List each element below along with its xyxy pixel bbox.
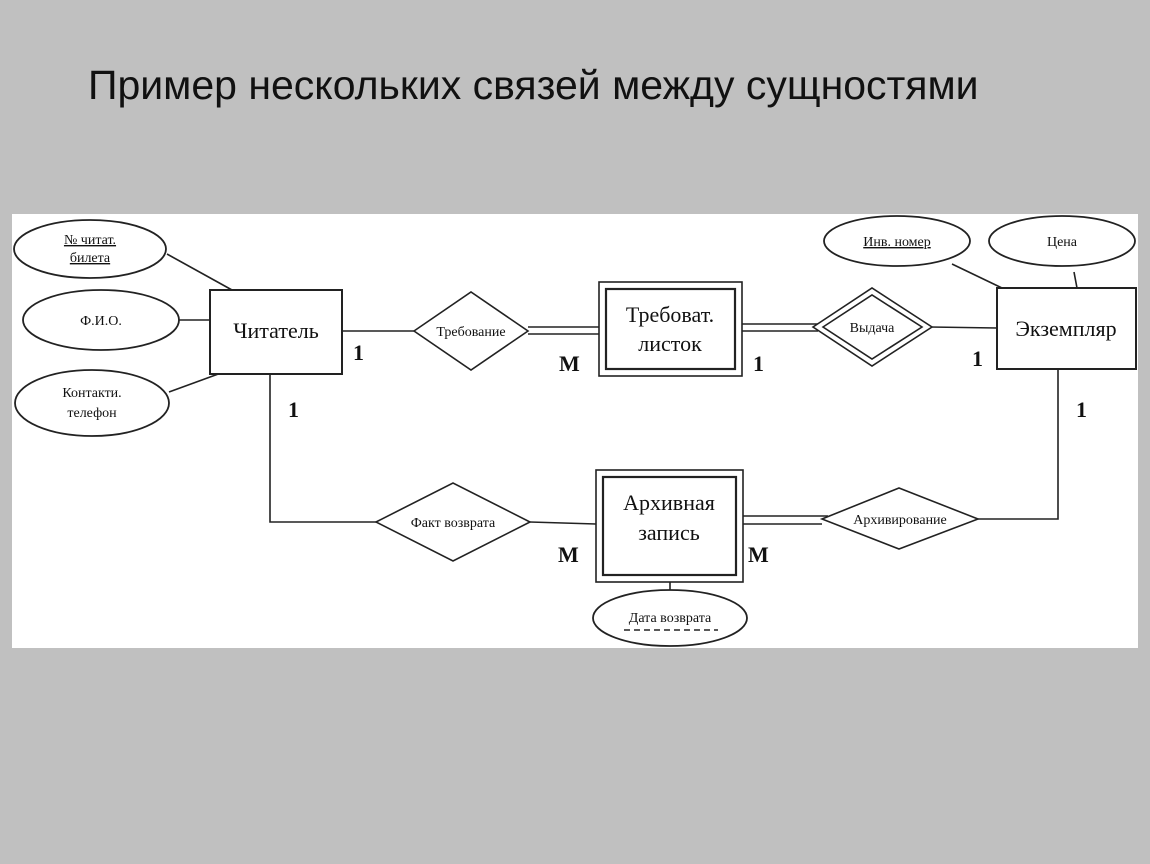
entity-label: Читатель — [233, 318, 319, 343]
cardinality-copy-archiving: 1 — [1076, 397, 1087, 422]
entity-reader: Читатель — [209, 289, 343, 375]
attribute-inventory-no: Инв. номер — [823, 215, 971, 267]
cardinality-reader-return: 1 — [288, 397, 299, 422]
cardinality-archive-archiving: M — [748, 542, 769, 567]
connector-issue-copy — [929, 326, 998, 329]
attribute-label: Контакти. — [62, 386, 121, 401]
cardinality-copy-issue: 1 — [972, 346, 983, 371]
er-diagram: № читат. билета Ф.И.О. Контакти. телефон… — [12, 214, 1138, 648]
slide-title: Пример нескольких связей между сущностям… — [88, 62, 979, 108]
entity-label: Экземпляр — [1015, 316, 1116, 341]
entity-copy: Экземпляр — [996, 287, 1137, 370]
relationship-label: Архивирование — [853, 513, 947, 528]
connector-copy-price — [1073, 271, 1078, 289]
attribute-return-date: Дата возврата — [592, 589, 748, 647]
attribute-price: Цена — [988, 215, 1136, 267]
relationship-label: Выдача — [850, 321, 896, 336]
relationship-issue: Выдача — [811, 287, 934, 367]
entity-label: Требоват. — [626, 302, 714, 327]
attribute-label: Цена — [1047, 235, 1078, 250]
relationship-return-fact: Факт возврата — [374, 482, 532, 562]
connector-archiving-copy — [978, 369, 1059, 520]
entity-label: запись — [638, 520, 700, 545]
connector-reader-return — [269, 374, 376, 523]
relationship-archiving: Архивирование — [819, 487, 981, 550]
attribute-label: Ф.И.О. — [80, 314, 122, 329]
cardinality-slip-issue: 1 — [753, 351, 764, 376]
cardinality-reader-request: 1 — [353, 340, 364, 365]
relationship-label: Факт возврата — [411, 516, 496, 531]
connector-reader-card — [166, 253, 233, 291]
attribute-reader-card-no: № читат. билета — [13, 219, 167, 279]
attribute-label: телефон — [67, 406, 117, 421]
connector-copy-inv — [951, 263, 1003, 289]
attribute-contact-phone: Контакти. телефон — [14, 369, 170, 437]
attribute-label: билета — [70, 251, 111, 266]
entity-label: листок — [638, 331, 702, 356]
cardinality-archive-return: M — [558, 542, 579, 567]
attribute-label: Инв. номер — [863, 235, 931, 250]
attribute-label: № читат. — [64, 233, 116, 248]
entity-label: Архивная — [623, 490, 715, 515]
relationship-label: Требование — [436, 325, 505, 340]
connector-return-archive — [529, 521, 597, 525]
attribute-full-name: Ф.И.О. — [22, 289, 180, 351]
cardinality-slip-request: M — [559, 351, 580, 376]
entity-request-slip: Требоват. листок — [598, 281, 743, 377]
attribute-label: Дата возврата — [629, 611, 712, 626]
entity-archive-record: Архивная запись — [595, 469, 744, 583]
relationship-request: Требование — [412, 291, 530, 371]
